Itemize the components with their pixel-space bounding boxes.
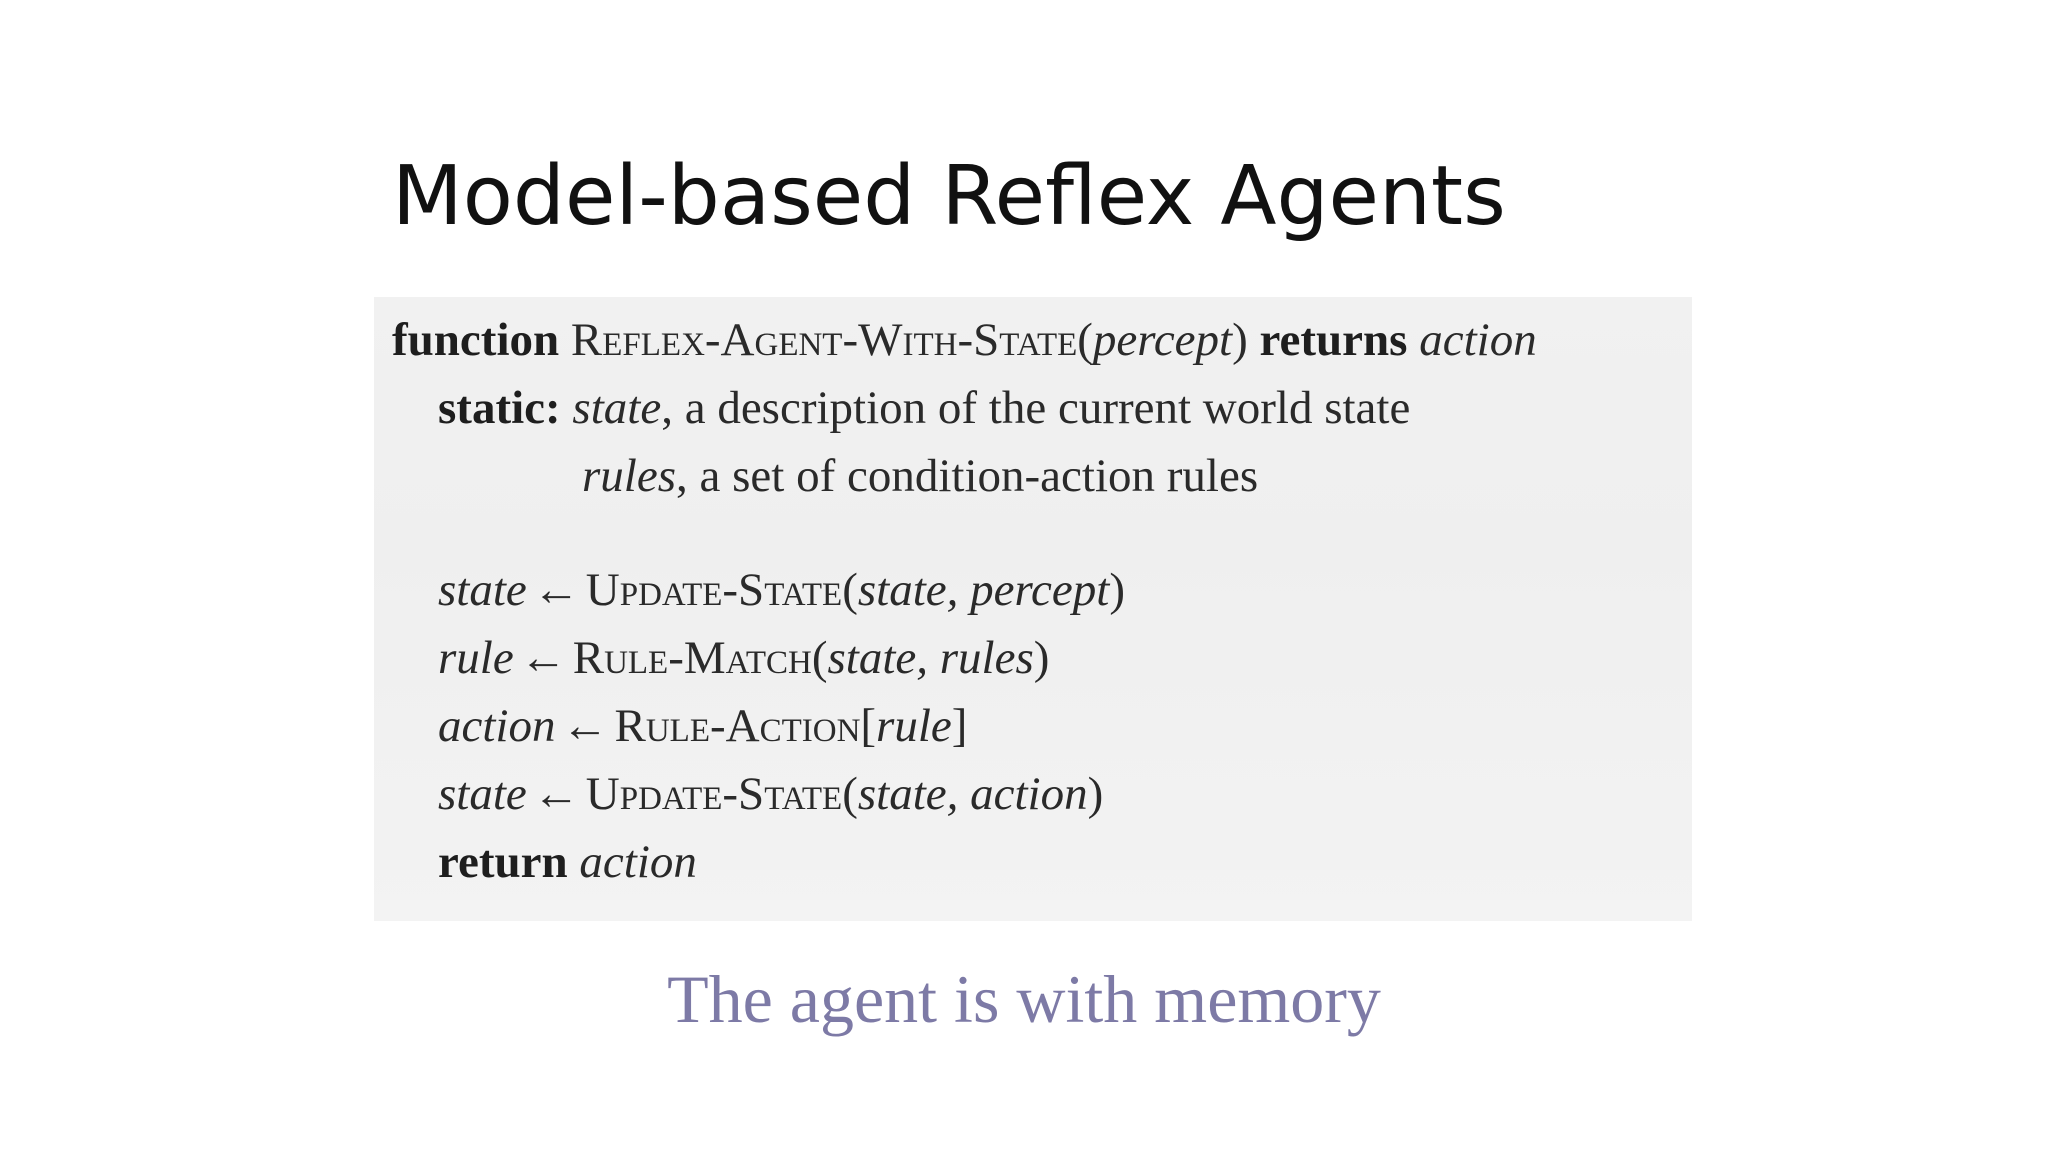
var-state: state	[572, 382, 662, 434]
param-percept: percept	[1092, 314, 1233, 366]
code-line-1: function Reflex-Agent-With-State(percept…	[392, 317, 1537, 364]
code-line-5: rule←Rule-Match(state, rules)	[438, 635, 1049, 682]
args: state, rules	[827, 632, 1034, 684]
slide-title: Model-based Reflex Agents	[392, 149, 1506, 244]
keyword-function: function	[392, 314, 560, 366]
code-line-7: state←Update-State(state, action)	[438, 771, 1103, 818]
return-action: action	[579, 836, 697, 888]
paren-close: )	[1087, 768, 1104, 820]
args: state, percept	[857, 564, 1110, 616]
assign-arrow: ←	[519, 632, 567, 684]
bracket-close: ]	[951, 700, 968, 752]
fn-rule-match: Rule-Match(	[572, 632, 828, 684]
lhs-state: state	[438, 564, 527, 616]
keyword-static: static:	[438, 382, 561, 434]
lhs-state: state	[438, 768, 527, 820]
paren-close: )	[1232, 314, 1248, 366]
keyword-returns: returns	[1259, 314, 1408, 366]
code-line-4: state←Update-State(state, percept)	[438, 567, 1125, 614]
rules-description: , a set of condition-action rules	[676, 450, 1259, 502]
assign-arrow: ←	[532, 768, 580, 820]
var-rules: rules	[582, 450, 676, 502]
fn-update-state: Update-State(	[585, 564, 858, 616]
args: rule	[876, 700, 952, 752]
code-line-2: static: state, a description of the curr…	[438, 385, 1410, 432]
code-line-6: action←Rule-Action[rule]	[438, 703, 967, 750]
keyword-return: return	[438, 836, 568, 888]
fn-rule-action: Rule-Action[	[614, 700, 877, 752]
lhs-rule: rule	[438, 632, 514, 684]
code-line-3: rules, a set of condition-action rules	[582, 453, 1258, 500]
paren-close: )	[1109, 564, 1125, 616]
assign-arrow: ←	[532, 564, 580, 616]
state-description: , a description of the current world sta…	[661, 382, 1411, 434]
function-name: Reflex-Agent-With-State(	[570, 314, 1093, 366]
slide-caption: The agent is with memory	[667, 961, 1381, 1037]
args: state, action	[857, 768, 1088, 820]
pseudocode-box: function Reflex-Agent-With-State(percept…	[374, 297, 1692, 921]
assign-arrow: ←	[561, 700, 609, 752]
code-line-8: return action	[438, 839, 697, 886]
return-action: action	[1419, 314, 1537, 366]
fn-update-state: Update-State(	[585, 768, 858, 820]
paren-close: )	[1033, 632, 1050, 684]
lhs-action: action	[438, 700, 556, 752]
